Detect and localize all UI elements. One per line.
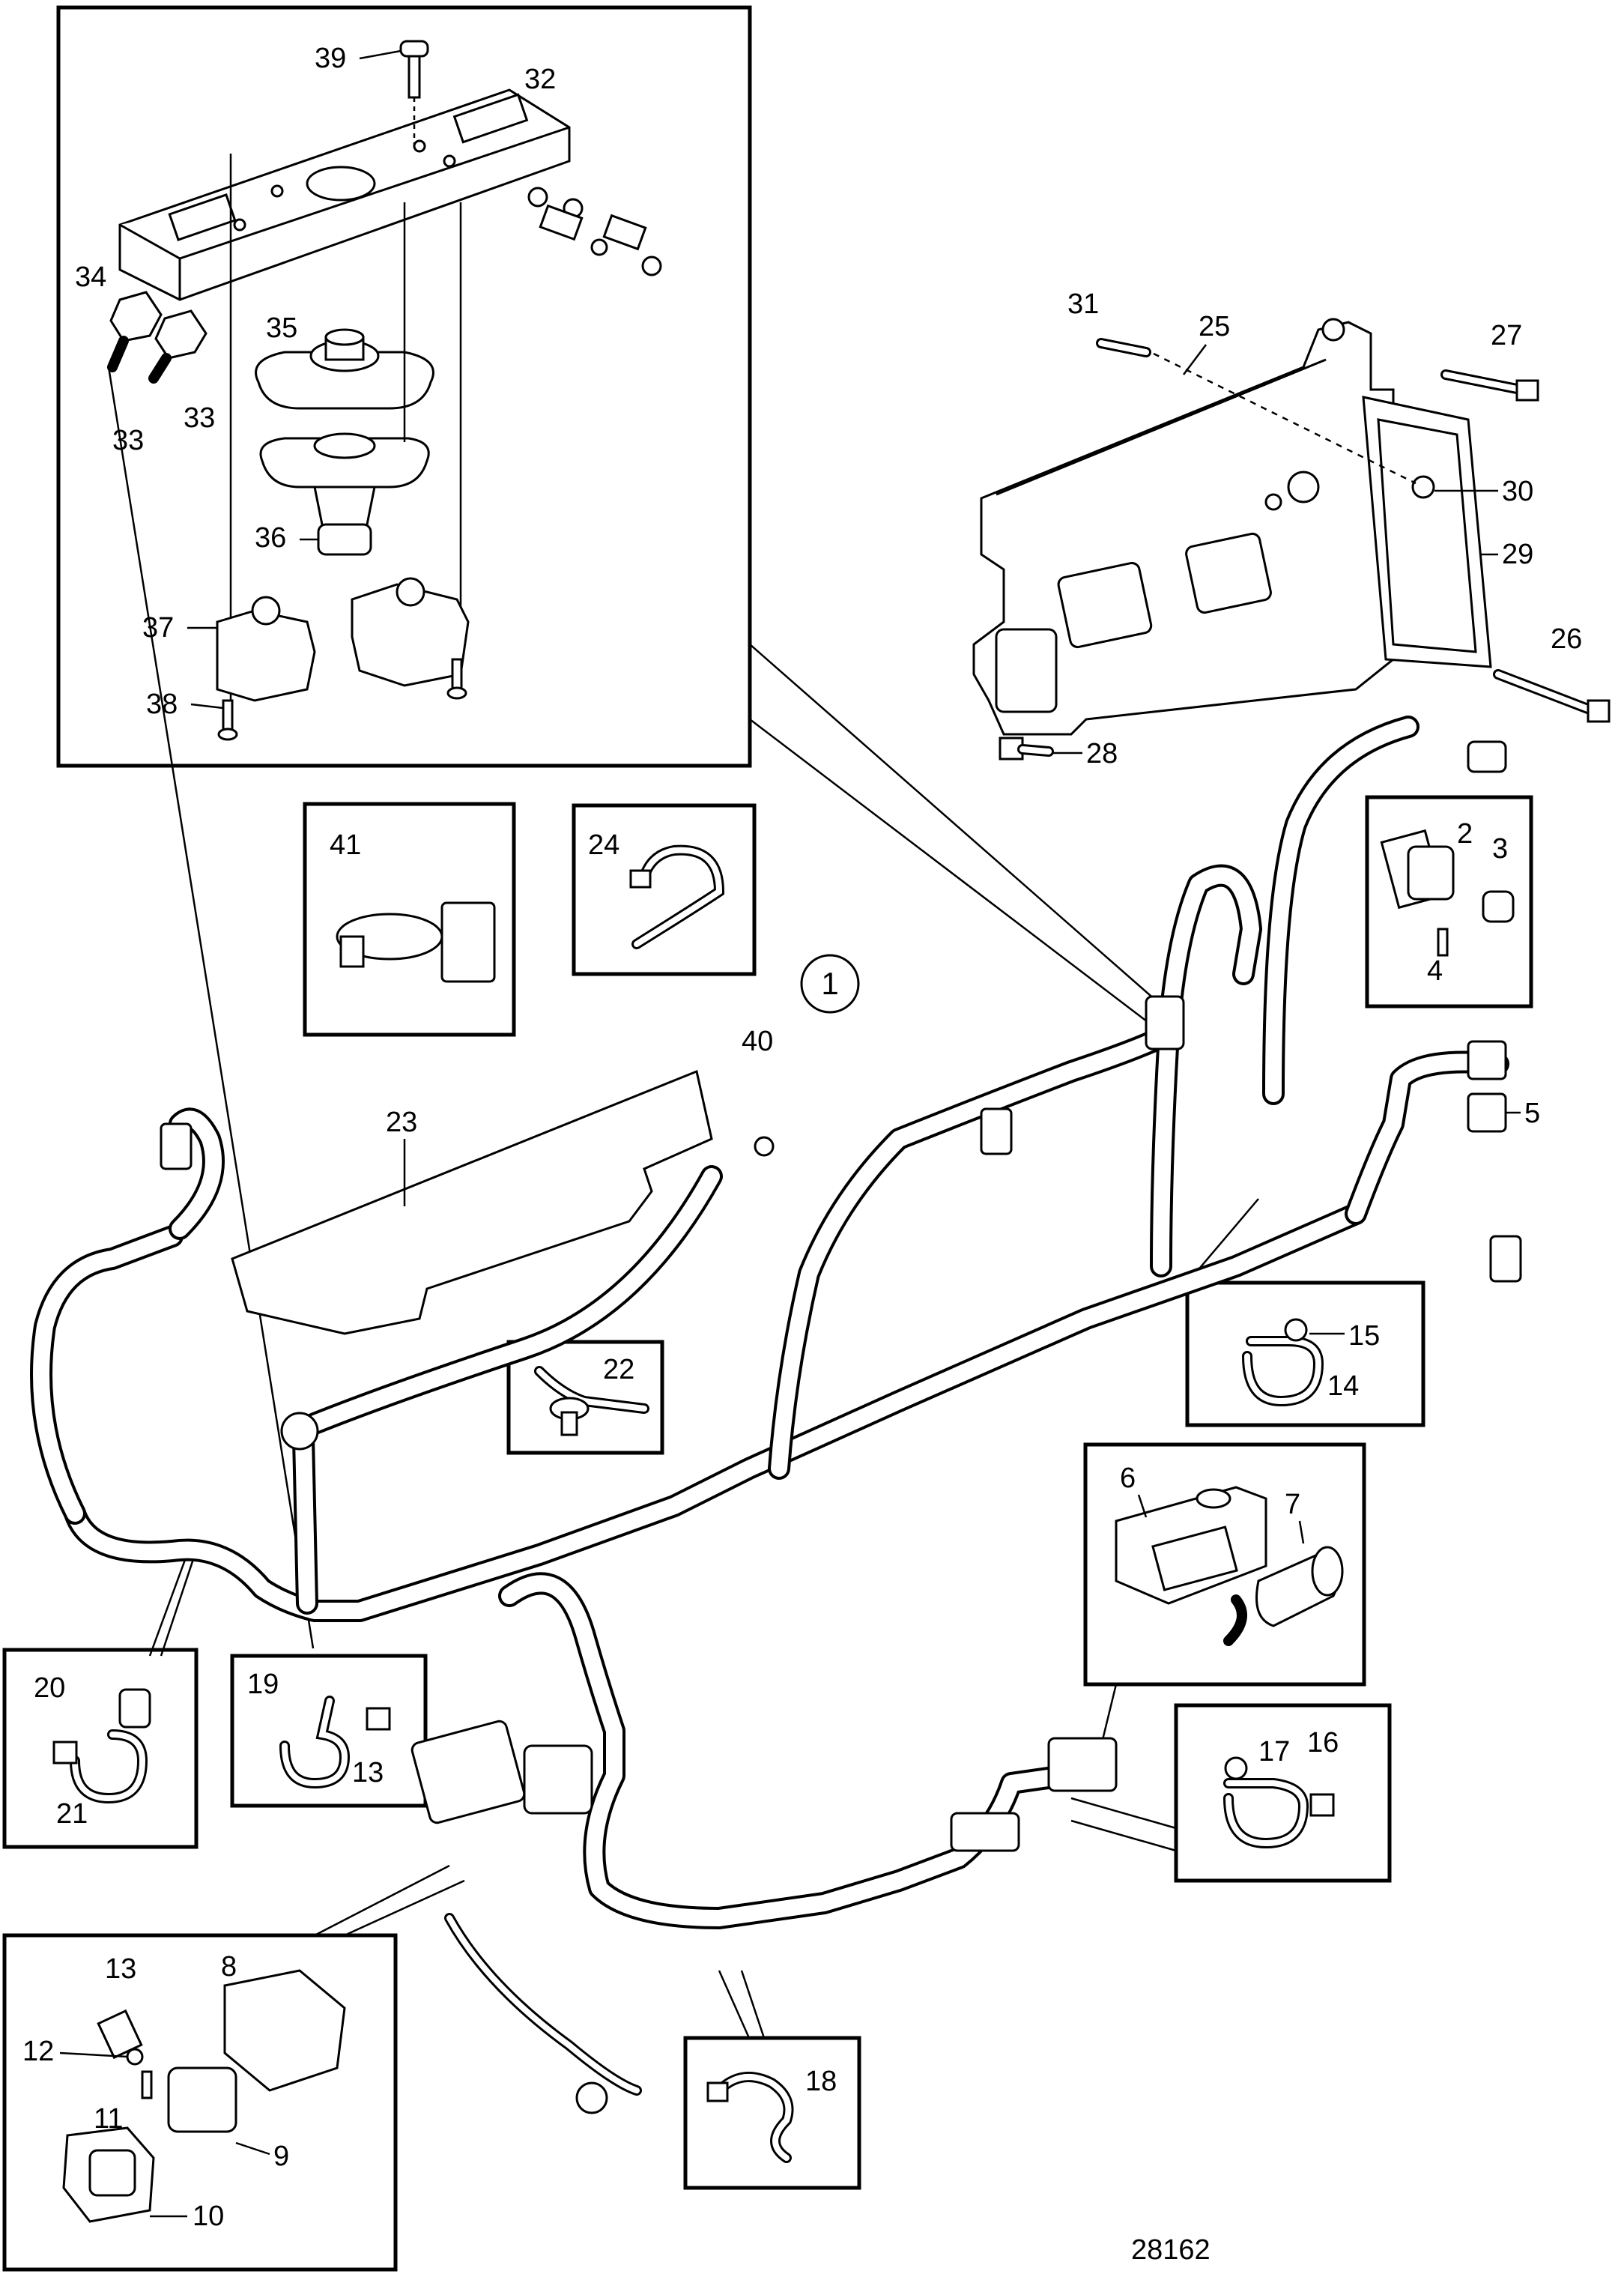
detail-box-41 [303, 802, 516, 1037]
callout-27: 27 [1491, 320, 1522, 351]
callout-14: 14 [1327, 1370, 1359, 1402]
damper-36 [259, 432, 430, 556]
callout-39: 39 [315, 43, 346, 74]
callout-7: 7 [1285, 1489, 1300, 1520]
callout-13-b: 13 [105, 1953, 136, 1985]
callout-3: 3 [1492, 833, 1508, 865]
callout-10: 10 [193, 2201, 224, 2232]
detail-box-16-17 [1070, 1703, 1392, 1883]
callout-24: 24 [588, 829, 619, 861]
relay-nuts-stack [527, 187, 662, 276]
assembly-marker-label: 1 [821, 966, 838, 1001]
callout-11: 11 [94, 2103, 123, 2135]
detail-box-14-15 [1185, 1198, 1425, 1427]
mounting-bracket-32 [118, 88, 571, 301]
callout-21: 21 [56, 1798, 88, 1830]
callout-4: 4 [1427, 955, 1443, 987]
detail-box-8-13 [2, 1864, 465, 2272]
callout-9: 9 [273, 2141, 289, 2172]
callout-34: 34 [75, 261, 106, 293]
callout-18: 18 [805, 2066, 837, 2097]
damper-plate-35 [255, 328, 434, 410]
bolt-28 [999, 737, 1054, 760]
callout-29: 29 [1502, 539, 1533, 570]
assembly-marker-circle [800, 954, 860, 1014]
callout-22: 22 [603, 1354, 634, 1385]
detail-box-6-7 [1083, 1442, 1366, 1747]
callout-35: 35 [266, 312, 297, 344]
screw-38 [217, 658, 467, 741]
callout-6: 6 [1120, 1463, 1136, 1494]
callout-41: 41 [330, 829, 361, 861]
callout-40: 40 [742, 1026, 773, 1057]
callout-31: 31 [1067, 288, 1099, 320]
callout-37: 37 [142, 612, 174, 644]
callout-20: 20 [34, 1672, 65, 1704]
callout-12: 12 [22, 2036, 54, 2067]
callout-15: 15 [1348, 1320, 1380, 1352]
bolt-26 [1493, 669, 1611, 723]
callout-33-a: 33 [112, 425, 144, 456]
rubber-mount-34 [107, 291, 207, 384]
callout-28: 28 [1086, 738, 1118, 769]
callout-38: 38 [146, 689, 178, 720]
callout-8: 8 [221, 1951, 237, 1983]
callout-17: 17 [1258, 1736, 1290, 1768]
callout-19: 19 [247, 1669, 279, 1700]
callout-labels: 39 32 34 33 33 35 36 37 38 31 25 27 30 2… [22, 43, 1582, 2232]
callout-13-a: 13 [352, 1757, 384, 1788]
callout-23: 23 [386, 1107, 417, 1138]
bracket-plate-assembly [972, 318, 1611, 760]
figure-number: 28162 [1131, 2234, 1211, 2266]
callout-5: 5 [1524, 1098, 1540, 1129]
detail-box-13-19 [230, 1654, 428, 1808]
callout-36: 36 [255, 522, 286, 554]
callout-30: 30 [1502, 476, 1533, 507]
callout-2: 2 [1457, 818, 1473, 850]
wiring-harness-1 [30, 716, 1522, 2114]
bolt-27 [1440, 369, 1539, 402]
detail-box-20-21 [2, 1543, 200, 1849]
callout-33-b: 33 [184, 402, 215, 434]
engine-mount-37 [216, 577, 470, 702]
callout-25: 25 [1199, 311, 1230, 342]
callout-16: 16 [1307, 1727, 1339, 1759]
detail-box-22 [506, 1340, 664, 1455]
callout-32: 32 [524, 64, 556, 95]
detail-box-24 [572, 803, 757, 976]
detail-box-18 [683, 1970, 861, 2190]
detail-box-2-4 [1365, 795, 1533, 1009]
detail-box-mounting-bracket [56, 5, 1169, 1649]
bolt-39 [399, 40, 429, 150]
stud-31 [1096, 338, 1417, 485]
callout-26: 26 [1551, 623, 1582, 655]
